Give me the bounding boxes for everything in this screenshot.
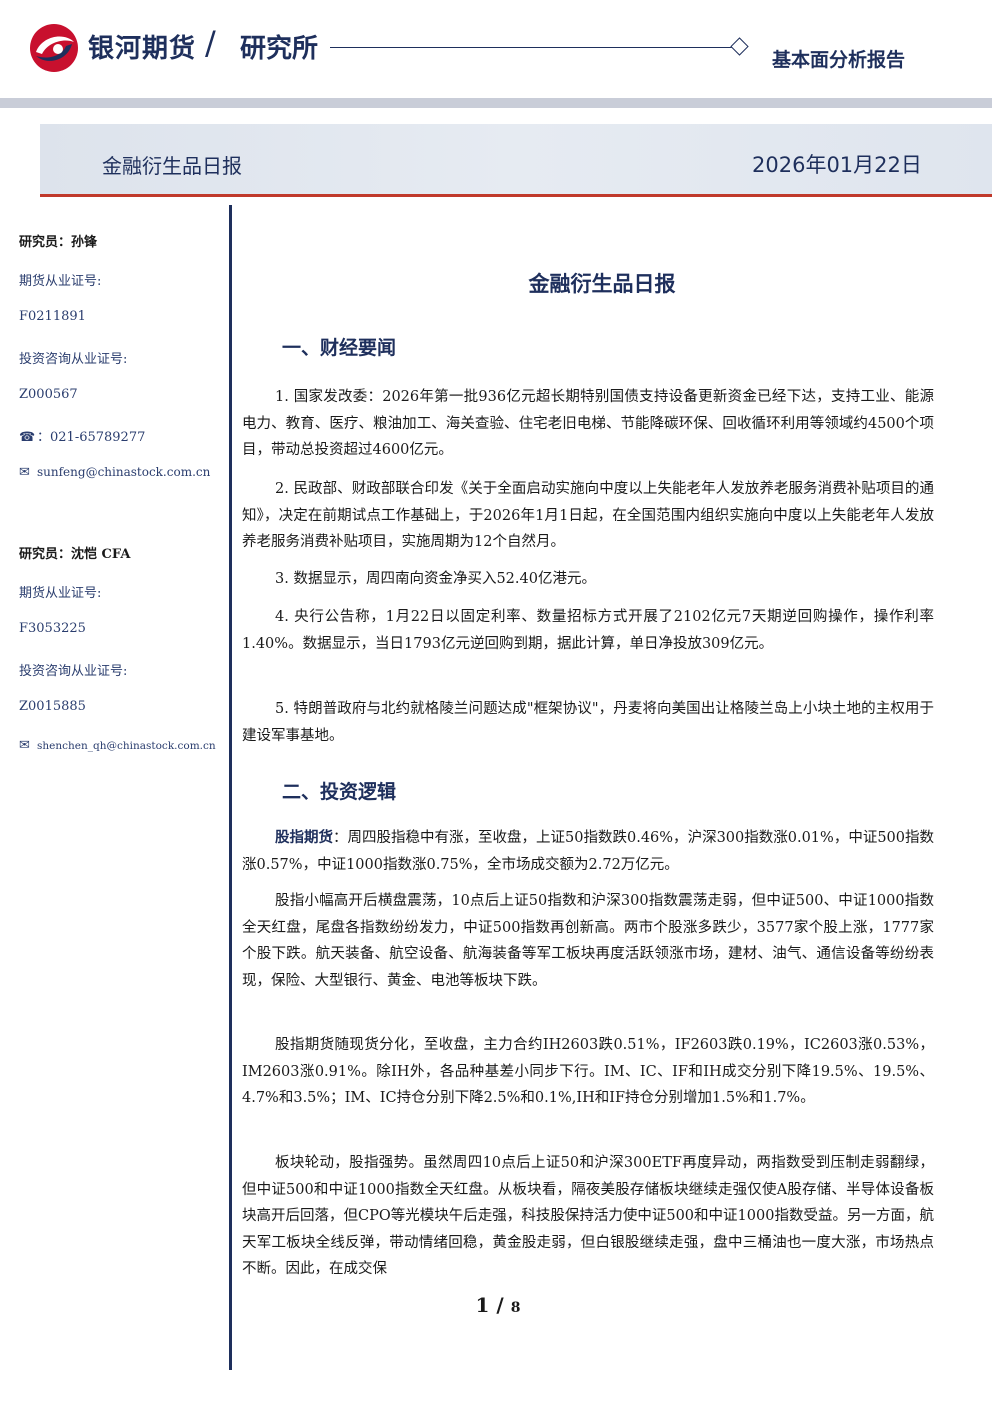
page-number: 1 / 8	[232, 1293, 764, 1317]
analyst-name: 研究员：沈恺 CFA	[19, 547, 131, 562]
phone-number: ：021-65789277	[37, 430, 146, 445]
email-line: ✉ shenchen_qh@chinastock.com.cn	[19, 738, 216, 753]
email-line: ✉ sunfeng@chinastock.com.cn	[19, 465, 210, 480]
logic-paragraph: 股指小幅高开后横盘震荡，10点后上证50指数和沪深300指数震荡走弱，但中证50…	[242, 893, 934, 989]
news-item: 2. 民政部、财政部联合印发《关于全面启动实施向中度以上失能老年人发放养老服务消…	[242, 481, 934, 550]
section-heading-news: 一、财经要闻	[282, 337, 397, 359]
header-rule	[330, 47, 734, 48]
advisory-cert-number: Z000567	[19, 387, 78, 402]
sidebar-divider	[229, 205, 232, 1370]
header-diamond-ornament	[730, 37, 749, 56]
stock-index-futures-label: 股指期货	[275, 829, 334, 846]
current-page: 1	[475, 1293, 490, 1317]
email-address[interactable]: sunfeng@chinastock.com.cn	[37, 465, 211, 479]
page-separator: /	[489, 1293, 511, 1317]
futures-cert-label: 期货从业证号:	[19, 274, 102, 289]
brand-separator: /	[205, 24, 216, 62]
document-title: 金融衍生品日报	[528, 272, 676, 296]
brand-name: 银河期货	[88, 34, 197, 64]
header-band	[0, 98, 992, 108]
phone-line: ☎：021-65789277	[19, 426, 145, 445]
logic-paragraph: 股指期货：周四股指稳中有涨，至收盘，上证50指数跌0.46%，沪深300指数涨0…	[242, 825, 934, 878]
logic-paragraph: 板块轮动，股指强势。虽然周四10点后上证50和沪深300ETF再度异动，两指数受…	[242, 1155, 934, 1277]
mail-icon: ✉	[19, 738, 30, 753]
title-banner	[40, 124, 992, 197]
banner-title: 金融衍生品日报	[102, 154, 242, 178]
report-type-label: 基本面分析报告	[772, 49, 906, 71]
advisory-cert-number: Z0015885	[19, 699, 86, 714]
news-item: 5. 特朗普政府与北约就格陵兰问题达成"框架协议"，丹麦将向美国出让格陵兰岛上小…	[242, 701, 934, 744]
news-item: 4. 央行公告称，1月22日以固定利率、数量招标方式开展了2102亿元7天期逆回…	[242, 609, 934, 652]
futures-cert-label: 期货从业证号:	[19, 586, 102, 601]
futures-cert-number: F0211891	[19, 309, 86, 324]
advisory-cert-label: 投资咨询从业证号:	[19, 352, 128, 367]
department-name: 研究所	[240, 34, 319, 64]
section-heading-logic: 二、投资逻辑	[282, 781, 397, 803]
total-pages: 8	[510, 1300, 521, 1316]
email-address[interactable]: shenchen_qh@chinastock.com.cn	[37, 740, 216, 752]
galaxy-futures-logo	[30, 24, 78, 72]
advisory-cert-label: 投资咨询从业证号:	[19, 664, 128, 679]
phone-icon: ☎	[19, 430, 36, 445]
news-item: 1. 国家发改委：2026年第一批936亿元超长期特别国债支持设备更新资金已经下…	[242, 389, 934, 458]
logic-paragraph-text: ：周四股指稳中有涨，至收盘，上证50指数跌0.46%，沪深300指数涨0.01%…	[242, 830, 934, 873]
report-date: 2026年01月22日	[752, 153, 922, 177]
analyst-name: 研究员：孙锋	[19, 235, 98, 250]
logic-paragraph: 股指期货随现货分化，至收盘，主力合约IH2603跌0.51%，IF2603跌0.…	[242, 1037, 934, 1106]
news-item: 3. 数据显示，周四南向资金净买入52.40亿港元。	[275, 571, 596, 587]
mail-icon: ✉	[19, 465, 30, 480]
futures-cert-number: F3053225	[19, 621, 86, 636]
